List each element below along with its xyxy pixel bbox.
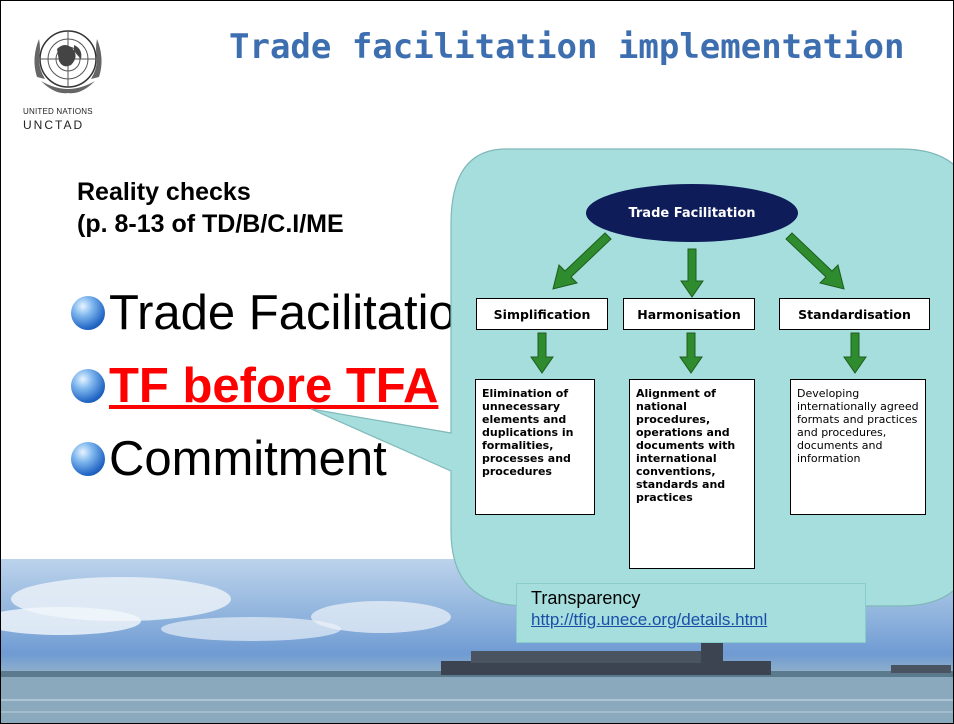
heading-simplification: Simplification xyxy=(476,298,608,330)
subtitle-line-2: (p. 8-13 of TD/B/C.I/ME xyxy=(77,210,344,238)
description-standardisation: Developing internationally agreed format… xyxy=(790,379,926,515)
arrow-down-right-icon xyxy=(785,232,845,290)
description-harmonisation: Alignment of national procedures, operat… xyxy=(629,379,755,569)
diagram-root: Trade Facilitation xyxy=(586,184,798,242)
unctad-logo: UNITED NATIONS UNCTAD xyxy=(23,19,123,139)
slide-title: Trade facilitation implementation xyxy=(229,27,905,67)
arrow-down-icon xyxy=(530,332,554,374)
bullet-item-link[interactable]: TF before TFA xyxy=(71,356,438,416)
bullet-item: Commitment xyxy=(71,429,387,489)
org-label: UNCTAD xyxy=(23,118,85,132)
bullet-text: Commitment xyxy=(109,432,387,486)
bullet-icon xyxy=(71,296,105,330)
description-simplification: Elimination of unnecessary elements and … xyxy=(475,379,595,515)
org-small-label: UNITED NATIONS xyxy=(23,107,93,116)
arrow-down-icon xyxy=(843,332,867,374)
transparency-box: Transparency http://tfig.unece.org/detai… xyxy=(516,583,866,643)
photo-scene xyxy=(1,577,953,723)
transparency-label: Transparency xyxy=(531,588,641,608)
arrow-down-icon xyxy=(679,332,703,374)
heading-harmonisation: Harmonisation xyxy=(623,298,755,330)
bullet-icon xyxy=(71,442,105,476)
arrow-down-left-icon xyxy=(552,232,612,290)
bullet-item: Trade Facilitatio xyxy=(71,283,456,343)
un-emblem-icon xyxy=(34,30,102,94)
arrow-down-icon xyxy=(680,248,704,298)
bullet-link-text[interactable]: TF before TFA xyxy=(109,359,439,413)
subtitle: Reality checks (p. 8-13 of TD/B/C.I/ME xyxy=(77,176,344,240)
bullet-icon xyxy=(71,369,105,403)
source-link[interactable]: http://tfig.unece.org/details.html xyxy=(531,610,768,629)
heading-standardisation: Standardisation xyxy=(779,298,930,330)
bullet-text: Trade Facilitatio xyxy=(109,286,456,340)
subtitle-line-1: Reality checks xyxy=(77,178,251,206)
